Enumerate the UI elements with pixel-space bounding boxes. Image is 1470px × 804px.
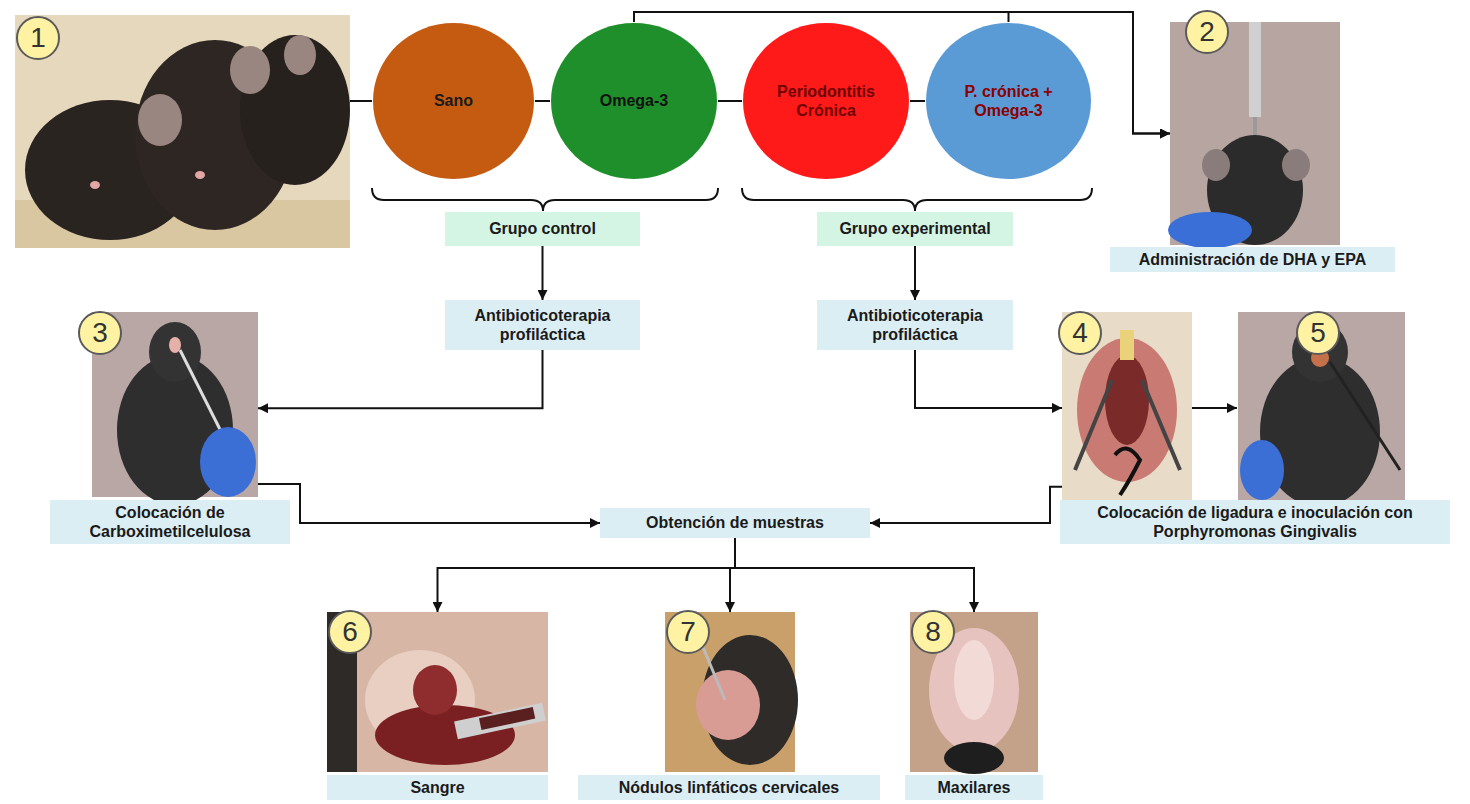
callout-number: 2	[1199, 18, 1215, 46]
flow-connector	[910, 100, 925, 102]
callout-circle: 6	[328, 610, 372, 654]
node-label: Periodontitis Crónica	[759, 82, 893, 120]
callout-circle: 3	[78, 311, 122, 355]
ellipse-shape	[925, 22, 1092, 180]
sequence-arrow	[1192, 407, 1237, 409]
caption-box: Colocación de Carboximetilcelulosa	[50, 500, 290, 544]
caption-text: Sangre	[333, 778, 542, 797]
callout-circle: 1	[16, 16, 60, 60]
caption-box: Nódulos linfáticos cervicales	[578, 775, 880, 800]
process-box: Antibioticoterapia profiláctica	[817, 300, 1013, 350]
node-label: Obtención de muestras	[646, 513, 824, 532]
leader-line	[350, 100, 372, 102]
callout-circle: 5	[1296, 311, 1340, 355]
node-label: Grupo experimental	[839, 219, 990, 238]
flow-connector	[914, 246, 916, 300]
flow-connector	[258, 350, 543, 408]
callout-number: 5	[1310, 319, 1326, 347]
flow-connector	[735, 538, 974, 612]
callout-number: 1	[30, 24, 46, 52]
callout-circle: 4	[1058, 311, 1102, 355]
group-ellipse: P. crónica + Omega-3	[925, 22, 1092, 180]
mice-photo	[15, 15, 350, 248]
node-label: Antibioticoterapia profiláctica	[823, 306, 1007, 344]
flow-connector	[535, 100, 550, 102]
group-ellipse: Sano	[372, 22, 535, 180]
caption-text: Colocación de Carboximetilcelulosa	[56, 503, 284, 541]
callout-circle: 2	[1185, 10, 1229, 54]
node-label: Antibioticoterapia profiláctica	[451, 306, 634, 344]
flow-connector	[718, 100, 742, 102]
caption-text: Maxilares	[911, 778, 1037, 797]
callout-number: 8	[925, 618, 941, 646]
process-box: Obtención de muestras	[600, 508, 870, 538]
maxilla-photo	[910, 612, 1038, 774]
caption-text: Nódulos linfáticos cervicales	[584, 778, 874, 797]
ellipse-shape	[742, 22, 910, 180]
flow-connector	[542, 246, 544, 300]
group-bracket	[742, 188, 1092, 211]
ligature-photo	[1062, 312, 1192, 500]
caption-box: Colocación de ligadura e inoculación con…	[1060, 500, 1450, 544]
caption-text: Colocación de ligadura e inoculación con…	[1066, 503, 1444, 541]
caption-box: Sangre	[327, 775, 548, 800]
group-bracket	[372, 188, 718, 211]
flow-connector	[870, 487, 1062, 523]
process-box: Grupo control	[445, 212, 640, 246]
node-label: Sano	[389, 91, 519, 110]
process-box: Antibioticoterapia profiláctica	[445, 300, 640, 350]
caption-box: Maxilares	[905, 775, 1043, 800]
callout-circle: 7	[666, 610, 710, 654]
node-label: P. crónica + Omega-3	[942, 82, 1076, 120]
lymph-node-photo	[665, 612, 798, 772]
callout-circle: 8	[911, 610, 955, 654]
inoculation-photo	[1238, 312, 1405, 507]
process-box: Grupo experimental	[817, 212, 1013, 246]
gavage-photo	[1168, 22, 1340, 248]
node-label: Grupo control	[489, 219, 596, 238]
photo-panel: Colocación de ligadura e inoculación con…	[1062, 312, 1405, 500]
caption-text: Administración de DHA y EPA	[1116, 250, 1389, 269]
group-ellipse: Periodontitis Crónica	[742, 22, 910, 180]
photo-panel: Administración de DHA y EPA	[1170, 22, 1340, 245]
callout-number: 4	[1072, 319, 1088, 347]
callout-number: 7	[680, 618, 696, 646]
flow-connector	[258, 484, 600, 523]
callout-number: 3	[92, 319, 108, 347]
caption-box: Administración de DHA y EPA	[1110, 247, 1395, 272]
group-ellipse: Omega-3	[550, 22, 718, 180]
flow-connector	[438, 538, 736, 612]
callout-number: 6	[342, 618, 358, 646]
flow-connector	[915, 350, 1062, 408]
node-label: Omega-3	[567, 91, 701, 110]
